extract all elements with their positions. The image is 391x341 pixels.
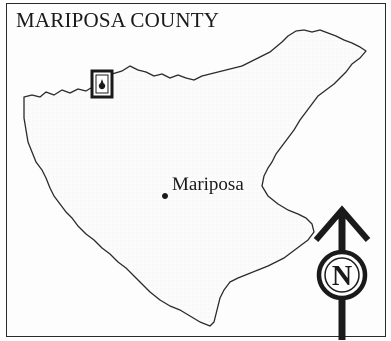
city-label: Mariposa [172,174,244,195]
north-letter: N [332,261,352,292]
city-dot [162,193,168,199]
map-title: MARIPOSA COUNTY [16,8,220,32]
north-arrow-icon: N [313,205,371,340]
county-boundary [23,29,367,327]
locator-pin-icon [90,69,114,99]
